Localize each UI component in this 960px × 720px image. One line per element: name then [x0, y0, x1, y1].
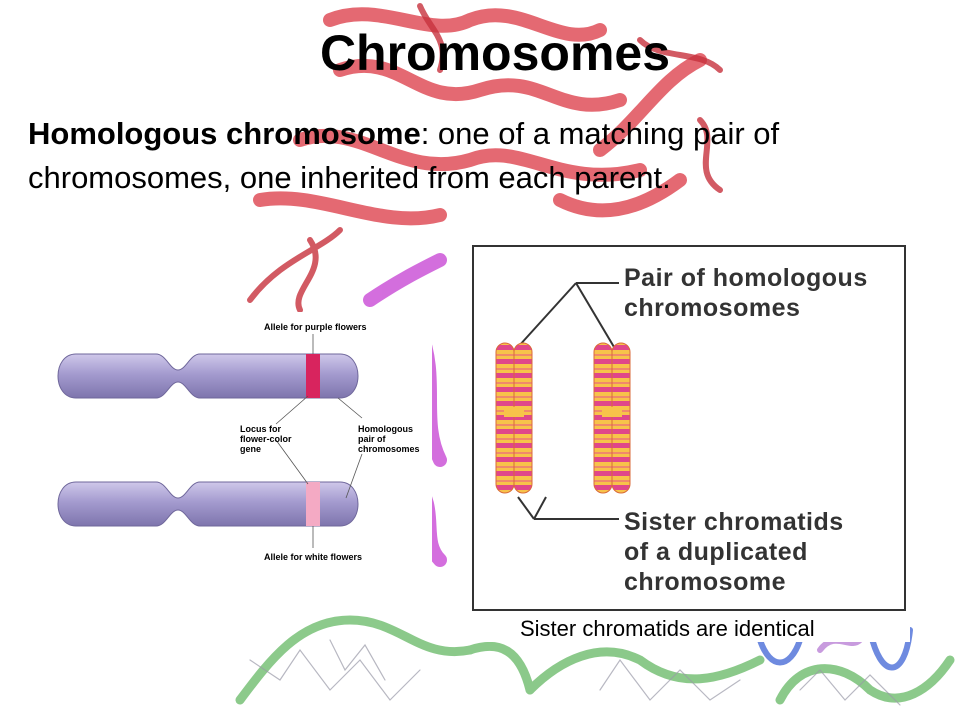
sister-label-line2: of a duplicated	[624, 538, 808, 566]
homologous-label-line1: Homologous	[358, 424, 413, 434]
pair-label-line2: chromosomes	[624, 294, 801, 322]
sister-chromatids-diagram	[495, 282, 631, 520]
chromosome-bottom	[57, 481, 359, 527]
homologous-label-line3: chromosomes	[358, 444, 420, 454]
sister-chromatids-figure: Pair of homologous chromosomes Sister ch…	[472, 245, 906, 611]
right-homolog	[593, 342, 631, 494]
locus-label-line2: flower-color	[240, 434, 292, 444]
homologous-label-line2: pair of	[358, 434, 386, 444]
purple-allele-band	[306, 354, 320, 398]
slide-title: Chromosomes	[319, 25, 671, 81]
pair-label-line1: Pair of homologous	[624, 264, 868, 292]
white-allele-band	[306, 482, 320, 526]
locus-label-line1: Locus for	[240, 424, 282, 434]
left-homolog	[495, 342, 533, 494]
sister-label-line1: Sister chromatids	[624, 508, 844, 536]
figure-caption: Sister chromatids are identical	[520, 616, 815, 641]
allele-white-label: Allele for white flowers	[264, 552, 363, 562]
homologous-pair-diagram	[57, 334, 363, 548]
homologous-pair-figure: Allele for purple flowers Locus for flow…	[28, 312, 432, 570]
sister-label-line3: chromosome	[624, 568, 786, 596]
definition-paragraph: Homologous chromosome: one of a matching…	[28, 112, 948, 200]
definition-text: : one of a matching pair of chromosomes,…	[28, 116, 780, 195]
chromosome-top	[57, 353, 359, 399]
locus-label-line3: gene	[240, 444, 262, 454]
definition-term: Homologous chromosome	[28, 116, 421, 151]
allele-purple-label: Allele for purple flowers	[264, 322, 367, 332]
